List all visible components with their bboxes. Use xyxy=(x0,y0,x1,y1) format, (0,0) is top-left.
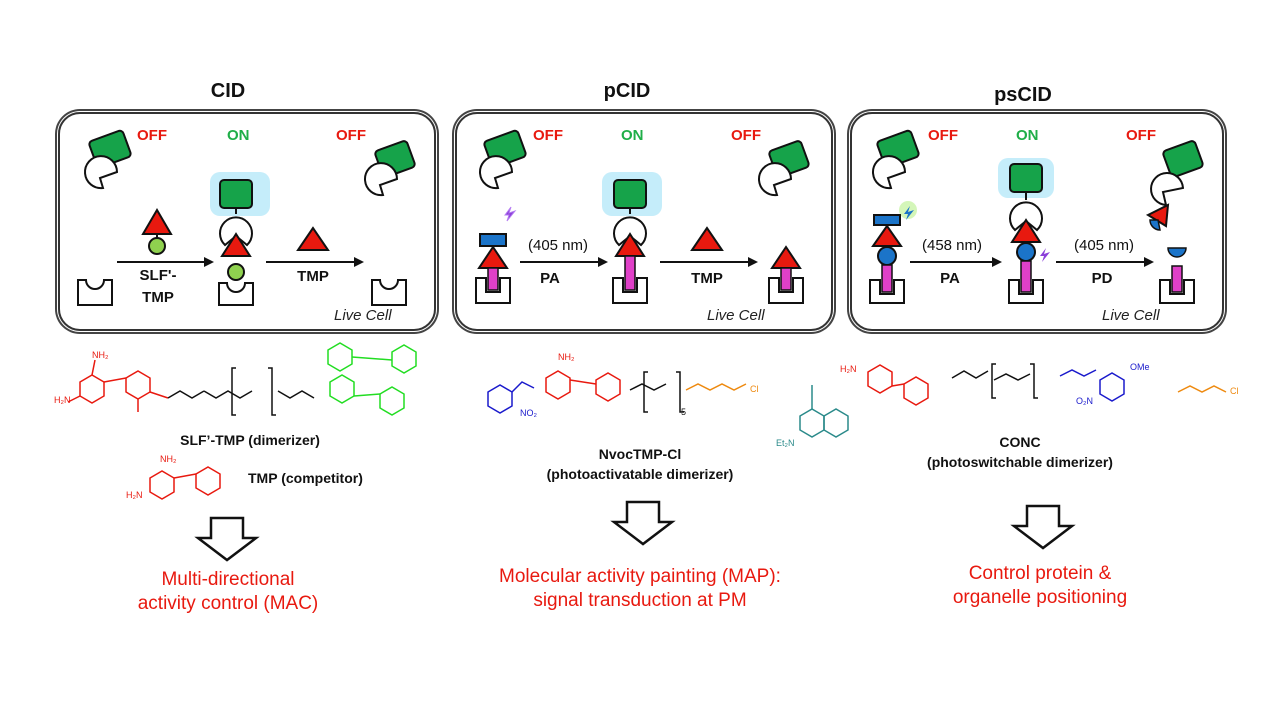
pcid-caged-ligand xyxy=(475,206,517,304)
svg-text:OMe: OMe xyxy=(1130,362,1150,372)
pcid-receptor-right xyxy=(768,245,804,304)
pcid-wavelength: (405 nm) xyxy=(527,237,589,254)
pscid-caption-line1: CONC xyxy=(999,434,1041,450)
cid-state-off-2: OFF xyxy=(336,127,366,144)
pcid-caption-line1: NvocTMP-Cl xyxy=(598,446,682,462)
cid-title: CID xyxy=(210,80,246,102)
cid-panel xyxy=(58,112,436,331)
pcid-on-complex xyxy=(602,172,662,304)
svg-text:NO₂: NO₂ xyxy=(520,408,538,418)
cid-live-cell: Live Cell xyxy=(334,307,392,324)
pcid-outcome-line2: signal transduction at PM xyxy=(533,590,747,611)
cid-step2-label: TMP xyxy=(297,268,329,285)
svg-text:5: 5 xyxy=(681,407,686,417)
pcid-state-off-2: OFF xyxy=(731,127,761,144)
cid-on-complex xyxy=(210,172,270,306)
cid-tmp-competitor xyxy=(296,226,330,251)
pscid-step1-label: PA xyxy=(940,270,960,287)
pcid-caption-line2: (photoactivatable dimerizer) xyxy=(546,466,734,482)
pcid-tmp-competitor xyxy=(690,226,724,251)
pcid-molecule-caption: NvocTMP-Cl (photoactivatable dimerizer) xyxy=(510,446,770,482)
svg-text:NH₂: NH₂ xyxy=(160,454,177,464)
cid-receptor-pocket-left xyxy=(77,279,113,306)
cid-green-protein-left xyxy=(84,129,132,190)
cid-green-protein-right xyxy=(364,140,416,197)
cid-outcome-line1: Multi-directional xyxy=(161,569,295,590)
pscid-step2-label: PD xyxy=(1091,270,1113,287)
pscid-state-off-1: OFF xyxy=(928,127,958,144)
pscid-panel xyxy=(850,112,1224,331)
svg-text:H₂N: H₂N xyxy=(840,364,857,374)
cid-state-off-1: OFF xyxy=(137,127,167,144)
pscid-outcome: Control protein & organelle positioning xyxy=(920,562,1160,610)
pscid-caged-ligand xyxy=(869,201,917,304)
pcid-outcome: Molecular activity painting (MAP): signa… xyxy=(470,565,810,613)
pcid-panel xyxy=(455,112,833,331)
pcid-green-protein-left xyxy=(479,129,527,190)
pscid-outcome-line1: Control protein & xyxy=(968,563,1112,584)
pcid-green-protein-right xyxy=(758,140,810,197)
pscid-live-cell: Live Cell xyxy=(1102,307,1160,324)
pcid-state-off-1: OFF xyxy=(533,127,563,144)
pcid-outcome-line1: Molecular activity painting (MAP): xyxy=(499,566,781,587)
cid-competitor-caption: TMP (competitor) xyxy=(248,470,363,486)
pscid-caption-line2: (photoswitchable dimerizer) xyxy=(927,454,1113,470)
svg-text:Et₂N: Et₂N xyxy=(776,438,795,448)
cid-state-on: ON xyxy=(227,127,250,144)
pscid-released-complex xyxy=(1145,140,1204,231)
pscid-state-on: ON xyxy=(1016,127,1039,144)
pcid-state-on: ON xyxy=(621,127,644,144)
svg-text:H₂N: H₂N xyxy=(126,490,143,500)
svg-text:NH₂: NH₂ xyxy=(558,352,575,362)
pcid-step1-label: PA xyxy=(540,270,560,287)
pcid-title: pCID xyxy=(603,80,651,102)
cid-dimerizer-ligand xyxy=(141,208,173,255)
pscid-title: psCID xyxy=(994,84,1052,106)
cid-step1-label: SLF'- TMP xyxy=(139,267,177,306)
pscid-outcome-line2: organelle positioning xyxy=(952,587,1128,608)
pcid-live-cell: Live Cell xyxy=(707,307,765,324)
pscid-wavelength-2: (405 nm) xyxy=(1073,237,1135,254)
cid-outcome: Multi-directional activity control (MAC) xyxy=(98,568,358,616)
cid-outcome-line2: activity control (MAC) xyxy=(137,593,319,614)
cid-dimerizer-caption: SLF’-TMP (dimerizer) xyxy=(180,432,320,448)
pscid-receptor-right xyxy=(1159,247,1195,304)
pscid-green-protein-left xyxy=(872,129,920,190)
svg-text:NH₂: NH₂ xyxy=(92,350,109,360)
pscid-state-off-2: OFF xyxy=(1126,127,1156,144)
pscid-on-complex xyxy=(998,158,1054,304)
pcid-step2-label: TMP xyxy=(691,270,723,287)
pscid-wavelength-1: (458 nm) xyxy=(921,237,983,254)
svg-text:H₂N: H₂N xyxy=(54,395,71,405)
pscid-molecule-caption: CONC (photoswitchable dimerizer) xyxy=(900,434,1140,470)
cid-receptor-pocket-right xyxy=(371,279,407,306)
svg-text:Cl: Cl xyxy=(750,384,759,394)
svg-text:O₂N: O₂N xyxy=(1076,396,1093,406)
svg-text:Cl: Cl xyxy=(1230,386,1239,396)
